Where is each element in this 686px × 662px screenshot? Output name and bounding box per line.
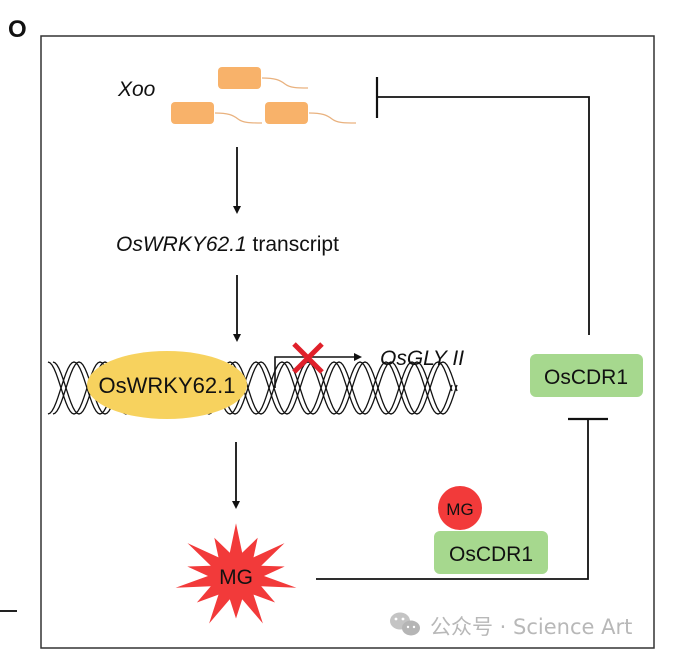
bacterium-icon	[265, 102, 357, 124]
inhibition-of-xoo	[375, 77, 590, 335]
transcription-arrow	[274, 353, 362, 388]
watermark: 公众号 · Science Art	[390, 612, 632, 639]
target-gene-label: OsGLY II	[380, 347, 464, 370]
cdr1-box-label: OsCDR1	[544, 366, 628, 389]
watermark-text: 公众号 · Science Art	[430, 615, 632, 639]
cdr1-complex-box	[434, 531, 548, 574]
mg-burst-shape	[175, 523, 297, 624]
bacterium-icon	[171, 102, 263, 124]
pathogen-label: Xoo	[117, 78, 156, 101]
mg-bound-circle	[438, 486, 482, 530]
tf-protein-ellipse	[87, 351, 247, 419]
tf-protein-label: OsWRKY62.1	[99, 373, 236, 398]
panel-label: O	[8, 16, 27, 43]
cdr1-complex-label: OsCDR1	[449, 543, 533, 566]
mg-burst-label: MG	[219, 566, 253, 589]
bacterium-icon	[218, 67, 309, 89]
transcript-label: OsWRKY62.1 transcript	[116, 233, 339, 256]
blocked-x-icon	[292, 342, 324, 374]
transcript-word: transcript	[247, 233, 339, 256]
panel-frame	[40, 35, 655, 649]
mg-bound-label: MG	[446, 500, 473, 519]
cdr1-box	[530, 354, 643, 397]
xoo-bacteria	[171, 67, 357, 124]
transcript-gene-name: OsWRKY62.1	[116, 233, 247, 256]
wechat-icon	[390, 612, 420, 636]
inhibition-of-cdr1	[316, 417, 608, 580]
